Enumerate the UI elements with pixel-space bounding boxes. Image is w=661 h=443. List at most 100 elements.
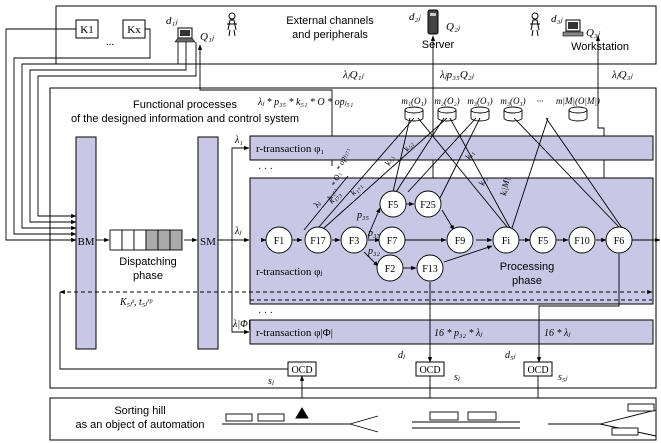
bm-block	[75, 136, 97, 350]
node-f2	[376, 254, 404, 282]
database-icon-top	[404, 106, 424, 114]
q1j-label: Q₁ⱼ	[200, 31, 215, 43]
node-f13	[416, 254, 444, 282]
memory-label: m₃(O₃)	[500, 96, 525, 106]
node-f10	[568, 226, 596, 254]
functional-title-2: of the designed information and control …	[71, 113, 299, 125]
flow-lq3: λⱼQ₃ⱼ	[611, 69, 633, 81]
external-channels-box	[55, 5, 657, 65]
node-label: F1	[274, 236, 285, 247]
external-title-1: External channels	[286, 15, 374, 27]
edge-k51: k₅₁	[382, 154, 395, 167]
node-f9	[446, 226, 474, 254]
processing-2: phase	[512, 275, 542, 287]
edge-lambda: λⱼ	[311, 198, 324, 210]
database-icon-top	[470, 106, 490, 114]
node-label: F25	[420, 200, 436, 211]
node-label: F9	[455, 236, 466, 247]
kx-label: Kx	[127, 24, 141, 36]
external-title-2: and peripherals	[292, 29, 368, 41]
trans-dots-2: · · ·	[258, 308, 273, 319]
sm-block	[197, 136, 219, 350]
dispatch-queue	[96, 229, 198, 251]
sm-label: SM	[200, 236, 216, 248]
node-label: F7	[387, 236, 398, 247]
edge-p32: p₃₂	[367, 246, 380, 257]
node-f3	[340, 226, 368, 254]
edge-ki1: kᵢ₁	[463, 149, 476, 161]
node-label: F17	[310, 236, 326, 247]
processing-1: Processing	[500, 261, 554, 273]
dispatching-1: Dispatching	[119, 256, 176, 268]
memory-label: m|M|(O|M|)	[556, 96, 600, 106]
transaction-phij-label: r-transaction φⱼ	[256, 266, 322, 278]
node-f25	[414, 190, 442, 218]
dispatching-2: phase	[133, 270, 163, 282]
sj-label-2: sⱼ	[454, 372, 461, 383]
person-icon	[227, 12, 237, 37]
node-f5	[529, 226, 557, 254]
ocd-label-3: OCD	[527, 365, 548, 376]
bm-label: BM	[77, 236, 94, 248]
node-f1	[265, 226, 293, 254]
q2j-label: Q₂ⱼ	[446, 21, 461, 33]
workstation-label: Workstation	[571, 41, 629, 53]
edge-k52: k₅₂	[401, 139, 415, 153]
node-fi	[492, 226, 520, 254]
k-dots: ...	[106, 36, 115, 48]
dj-label: dⱼ	[398, 350, 406, 361]
s5j-label: s₅ⱼ	[558, 372, 568, 383]
edge-p37: p₃₇	[367, 228, 380, 239]
node-label: F5	[388, 200, 399, 211]
q3j-label: Q₃ⱼ	[586, 27, 601, 39]
sm-links	[218, 145, 250, 335]
lambdaphi-label: λ|Φ|	[232, 319, 250, 330]
d1j-label: d₁ⱼ	[166, 15, 178, 27]
person-icon	[530, 12, 540, 37]
database-icon-top	[568, 106, 588, 114]
server-icon	[427, 9, 439, 35]
node-label: F6	[614, 236, 625, 247]
edge-ki2: kᵢ₂	[476, 175, 488, 186]
memory-group: m₁(O₁)m₂(O₂)m₃(O₃)m₃(O₃)···m|M|(O|M|)	[401, 96, 600, 122]
server-label: Server	[422, 39, 455, 51]
transaction-phi1	[249, 135, 654, 161]
d5j-label: d₅ⱼ	[505, 350, 516, 361]
out-16p32: 16 * p₃₂ * λⱼ	[434, 328, 483, 339]
sj-label-1: sⱼ	[268, 376, 275, 387]
edge-kim: kᵢ|M|	[498, 177, 511, 197]
node-label: F10	[574, 236, 590, 247]
memory-label: m₂(O₂)	[434, 96, 459, 106]
transaction-phiphi-label: r-transaction φ|Φ|	[256, 327, 333, 339]
node-f5	[379, 190, 407, 218]
d3j-label: d₃ⱼ	[551, 13, 563, 25]
railway-scene	[222, 403, 657, 437]
memory-label: m₁(O₁)	[401, 96, 426, 106]
database-icon-top	[437, 106, 457, 114]
node-label: F3	[349, 236, 360, 247]
node-label: F5	[538, 236, 549, 247]
ocd-label-1: OCD	[291, 365, 312, 376]
node-label: F13	[422, 264, 438, 275]
k1-label: K1	[80, 24, 93, 36]
memory-label: m₃(O₃)	[467, 96, 492, 106]
sorting-2: as an object of automation	[75, 419, 204, 431]
external-links	[5, 28, 605, 243]
workstation-icon	[562, 19, 584, 37]
formula-top: λⱼ * p₃₅ * k₅₁ * O * opⱼ₅₁	[257, 97, 353, 108]
lambda1-label: λ₁	[234, 135, 243, 146]
functional-title-1: Functional processes	[133, 99, 237, 111]
node-label: Fi	[502, 236, 511, 247]
out-16: 16 * λⱼ	[544, 328, 571, 339]
transaction-phi1-label: r-transaction φ₁	[256, 143, 324, 155]
node-f7	[378, 226, 406, 254]
node-f6	[605, 226, 633, 254]
flow-lp35q2: λⱼp₃₅Q₂ⱼ	[439, 69, 475, 81]
k5j-label: K₅ⱼˢ, t₅ⱼʳᵖ	[119, 297, 153, 308]
node-f17	[304, 226, 332, 254]
sorting-1: Sorting hill	[114, 405, 165, 417]
edge-p35: p₃₅	[356, 210, 369, 221]
trans-dots-1: · · ·	[258, 164, 273, 175]
